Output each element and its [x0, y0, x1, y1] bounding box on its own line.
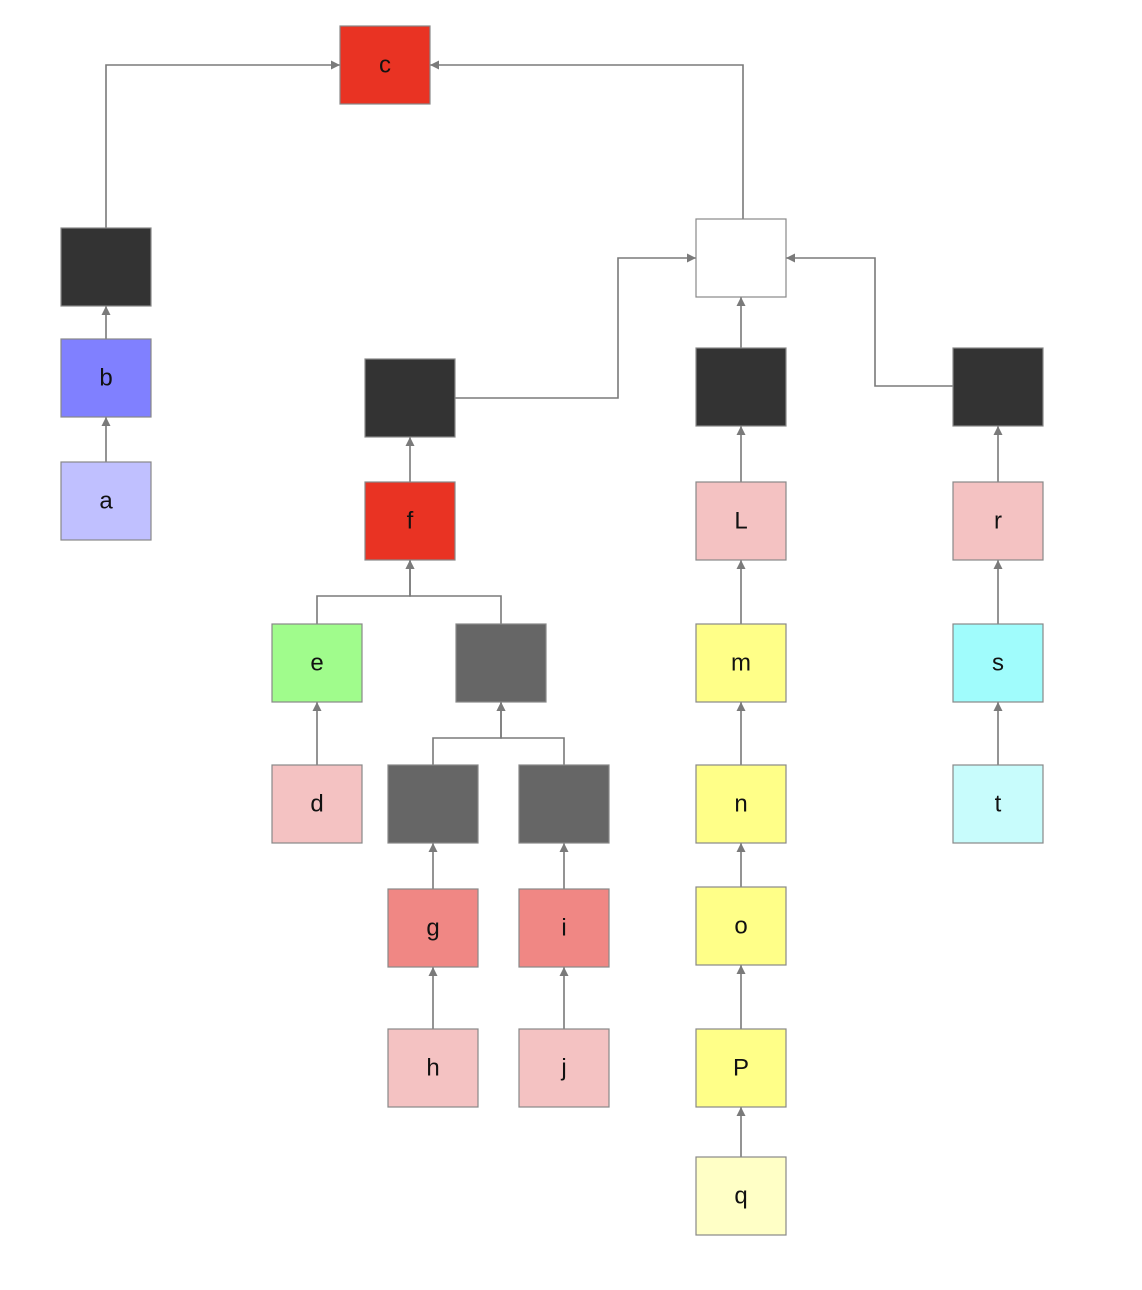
node-box [695, 218, 787, 298]
node-s[interactable]: s [952, 623, 1044, 703]
node-P[interactable]: P [695, 1028, 787, 1108]
node-box [518, 764, 610, 844]
edge-n_fdark-to-n_white [455, 253, 696, 399]
node-box [695, 1028, 787, 1108]
node-n_fdark[interactable] [364, 358, 456, 438]
node-box [339, 25, 431, 105]
node-d[interactable]: d [271, 764, 363, 844]
node-box [695, 886, 787, 966]
node-m[interactable]: m [695, 623, 787, 703]
edge-n_ghgray-to-f [405, 560, 502, 624]
node-label: h [426, 1055, 439, 1082]
node-label: r [994, 508, 1002, 535]
node-box [952, 764, 1044, 844]
node-box [60, 227, 152, 307]
edge-n_white-to-c [430, 60, 744, 219]
node-q[interactable]: q [695, 1156, 787, 1236]
edge-e-to-f [316, 560, 415, 624]
node-n_white[interactable] [695, 218, 787, 298]
node-box [364, 358, 456, 438]
edge-n_abdark-to-c [105, 60, 340, 228]
node-box [60, 461, 152, 541]
node-r[interactable]: r [952, 481, 1044, 561]
node-label: c [379, 52, 391, 79]
node-b[interactable]: b [60, 338, 152, 418]
node-f[interactable]: f [364, 481, 456, 561]
node-o[interactable]: o [695, 886, 787, 966]
node-e[interactable]: e [271, 623, 363, 703]
node-box [271, 764, 363, 844]
edge-n_ggray-to-n_ghgray [432, 702, 506, 765]
node-box [455, 623, 547, 703]
node-box [364, 481, 456, 561]
node-label: o [734, 913, 747, 940]
node-box [695, 1156, 787, 1236]
node-box [387, 888, 479, 968]
node-n_igray[interactable] [518, 764, 610, 844]
node-box [695, 623, 787, 703]
node-g[interactable]: g [387, 888, 479, 968]
node-j[interactable]: j [518, 1028, 610, 1108]
node-label: L [734, 508, 747, 535]
node-label: i [561, 915, 566, 942]
node-n_rdark[interactable] [952, 347, 1044, 427]
node-n[interactable]: n [695, 764, 787, 844]
node-c[interactable]: c [339, 25, 431, 105]
node-label: q [734, 1183, 747, 1210]
edge-n_igray-to-n_ghgray [496, 702, 565, 765]
node-box [387, 764, 479, 844]
node-box [518, 1028, 610, 1108]
node-box [271, 623, 363, 703]
edges-layer [101, 60, 1003, 1157]
node-label: a [99, 488, 113, 515]
edge-n_rdark-to-n_white [786, 253, 953, 387]
nodes-layer: c b a f e d g h i j Lm n oPq r s t [60, 25, 1044, 1236]
node-n_abdark[interactable] [60, 227, 152, 307]
node-label: s [992, 650, 1004, 677]
node-box [60, 338, 152, 418]
node-box [952, 347, 1044, 427]
node-label: b [99, 365, 112, 392]
node-a[interactable]: a [60, 461, 152, 541]
node-n_ldark[interactable] [695, 347, 787, 427]
node-box [387, 1028, 479, 1108]
node-box [695, 347, 787, 427]
node-label: f [407, 508, 414, 535]
node-L[interactable]: L [695, 481, 787, 561]
node-n_ghgray[interactable] [455, 623, 547, 703]
node-box [695, 764, 787, 844]
node-label: j [560, 1055, 566, 1082]
node-box [952, 481, 1044, 561]
node-label: n [734, 791, 747, 818]
node-box [518, 888, 610, 968]
node-i[interactable]: i [518, 888, 610, 968]
node-box [952, 623, 1044, 703]
node-h[interactable]: h [387, 1028, 479, 1108]
node-label: m [731, 650, 751, 677]
node-label: d [310, 791, 323, 818]
node-label: P [733, 1055, 749, 1082]
node-box [695, 481, 787, 561]
node-label: t [995, 791, 1002, 818]
node-t[interactable]: t [952, 764, 1044, 844]
node-label: e [310, 650, 323, 677]
node-n_ggray[interactable] [387, 764, 479, 844]
node-label: g [426, 915, 439, 942]
